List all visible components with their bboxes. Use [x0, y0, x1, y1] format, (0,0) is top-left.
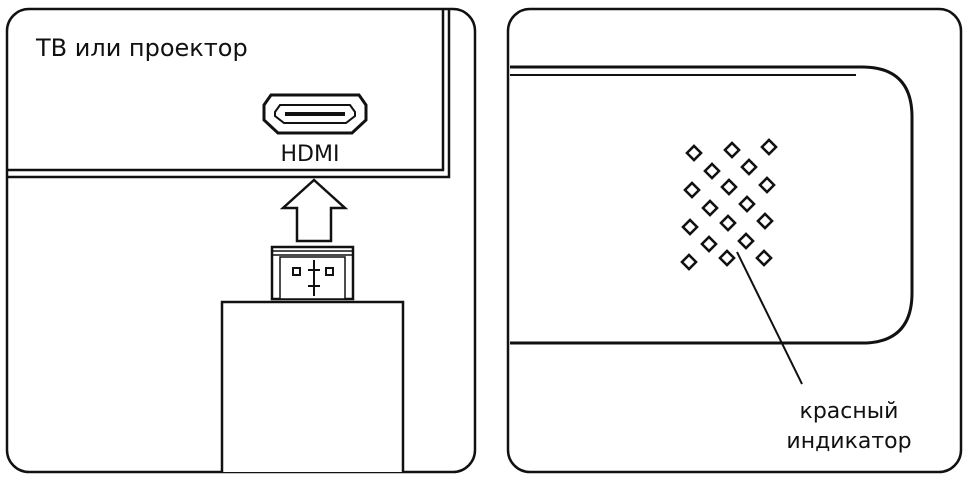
indicator-grid	[680, 138, 778, 271]
right-panel: красный индикатор	[506, 7, 963, 474]
hdmi-port-label: HDMI	[281, 142, 340, 167]
device-label: ТВ или проектор	[35, 34, 248, 62]
hdmi-port-icon	[262, 93, 368, 135]
hdmi-plug-icon	[270, 245, 355, 301]
insert-arrow-icon	[279, 178, 349, 243]
tv-projector-box	[8, 10, 451, 179]
indicator-leader-line	[736, 251, 803, 385]
left-panel: ТВ или проектор HDMI	[5, 7, 477, 474]
hdmi-stick-body	[220, 300, 405, 472]
indicator-label-line2: индикатор	[786, 429, 911, 454]
indicator-label-line1: красный	[800, 399, 899, 424]
